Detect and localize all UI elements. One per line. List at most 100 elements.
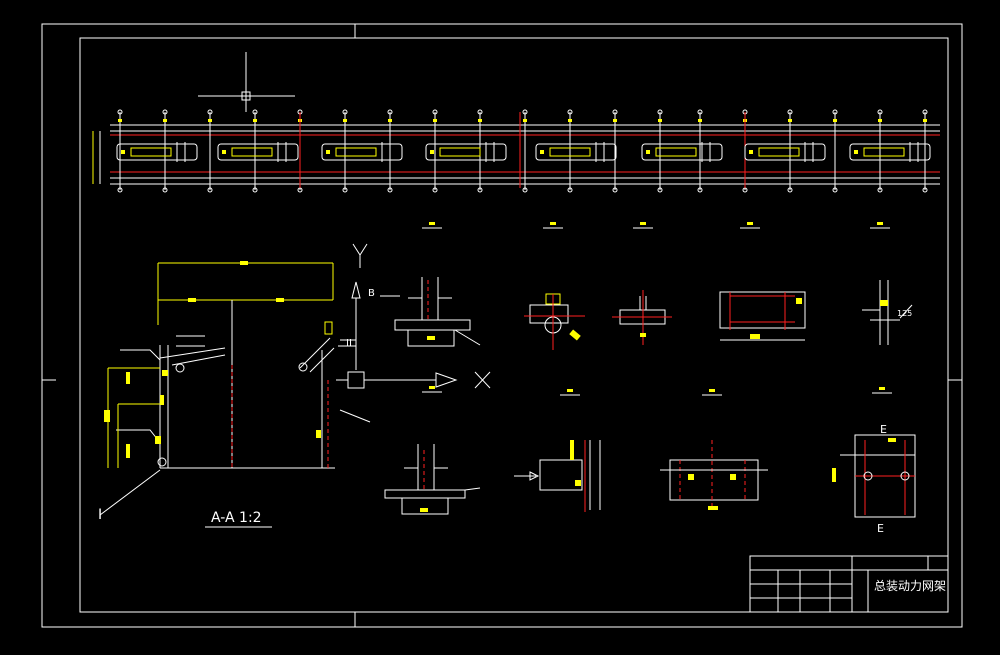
strip-dimension-mark [698, 119, 702, 122]
axis-bubble [477, 187, 483, 193]
axis-bubble [832, 187, 838, 193]
axis-bubble [697, 109, 703, 115]
strip-dimension-mark [208, 119, 212, 122]
strip-dimension-mark [613, 119, 617, 122]
axis-bubble [612, 187, 618, 193]
caption-mark [747, 222, 753, 225]
strip-module-dot [854, 150, 858, 154]
axis-bubble [657, 187, 663, 193]
axis-bubble [252, 187, 258, 193]
strip-dimension-mark [923, 119, 927, 122]
caption-mark [550, 222, 556, 225]
detail-lug-d [514, 440, 601, 512]
title-block [749, 555, 949, 613]
strip-dimension-mark [878, 119, 882, 122]
drawing-name: 总装动力网架 [874, 579, 946, 593]
axis-bubble [342, 109, 348, 115]
strip-module-slot [758, 147, 800, 157]
axis-bubble [612, 109, 618, 115]
strip-module-slot [549, 147, 591, 157]
axis-bubble [787, 109, 793, 115]
axis-bubble [477, 109, 483, 115]
strip-module-dot [646, 150, 650, 154]
axis-bubble [787, 187, 793, 193]
marker-i: I [98, 507, 102, 523]
strip-module-slot [439, 147, 481, 157]
strip-module [116, 143, 198, 161]
axis-bubble [522, 187, 528, 193]
inner-frame [79, 37, 949, 613]
strip-module-slot [231, 147, 273, 157]
axis-bubble [832, 109, 838, 115]
caption-mark [879, 387, 885, 390]
strip-dimension-mark [478, 119, 482, 122]
plan-view-strip [92, 109, 940, 193]
axis-bubble [387, 187, 393, 193]
axis-bubble [162, 187, 168, 193]
strip-module-slot [130, 147, 172, 157]
detail-plan-c [719, 291, 806, 341]
axis-bubble [432, 187, 438, 193]
e-label-bottom: E [877, 522, 884, 535]
strip-module-dot [540, 150, 544, 154]
detail-bolt-a [524, 293, 585, 350]
strip-dimension-mark [523, 119, 527, 122]
crosshair-symbol [198, 52, 295, 112]
strip-module [321, 143, 403, 161]
axis-bubble [117, 187, 123, 193]
caption-mark [567, 389, 573, 392]
axis-bubble [922, 187, 928, 193]
detail-column-base-2 [384, 444, 481, 515]
strip-dimension-mark [343, 119, 347, 122]
strip-dimension-mark [833, 119, 837, 122]
axis-bubble [252, 109, 258, 115]
strip-dimension-mark [788, 119, 792, 122]
strip-module [744, 143, 826, 161]
axis-bubble [522, 109, 528, 115]
axis-bubble [877, 109, 883, 115]
detail-plate-b [612, 290, 672, 345]
outer-border [41, 23, 963, 628]
axis-bubble [432, 109, 438, 115]
strip-module [217, 143, 299, 161]
caption-mark [429, 222, 435, 225]
caption-mark [640, 222, 646, 225]
axis-bubble [207, 187, 213, 193]
section-title: A-A 1:2 [211, 510, 262, 526]
axis-bubble [117, 109, 123, 115]
strip-module [641, 143, 723, 161]
strip-module-slot [335, 147, 377, 157]
detail-flange-e [832, 434, 916, 518]
view-direction-arrows [336, 243, 491, 389]
axis-bubble [162, 109, 168, 115]
strip-module [849, 143, 931, 161]
strip-module-dot [749, 150, 753, 154]
caption-mark [429, 386, 435, 389]
strip-dimension-mark [253, 119, 257, 122]
strip-dimension-mark [388, 119, 392, 122]
marker-ii: II [346, 338, 352, 349]
arrow-b-label: B [368, 288, 375, 299]
strip-module-dot [430, 150, 434, 154]
caption-mark [709, 389, 715, 392]
strip-module-dot [222, 150, 226, 154]
detail-captions [422, 222, 892, 396]
axis-bubble [567, 187, 573, 193]
e-label-top: E [880, 423, 887, 436]
detail-beam-e [660, 440, 768, 510]
strip-module-dot [326, 150, 330, 154]
strip-dimension-mark [568, 119, 572, 122]
strip-module-slot [863, 147, 905, 157]
strip-module-dot [121, 150, 125, 154]
axis-bubble [207, 109, 213, 115]
axis-bubble [697, 187, 703, 193]
strip-dimension-mark [118, 119, 122, 122]
detail-weld [862, 280, 913, 345]
section-a-a-view [99, 261, 371, 516]
strip-module-slot [655, 147, 697, 157]
axis-bubble [567, 109, 573, 115]
strip-dimension-mark [433, 119, 437, 122]
axis-bubble [387, 109, 393, 115]
axis-bubble [877, 187, 883, 193]
